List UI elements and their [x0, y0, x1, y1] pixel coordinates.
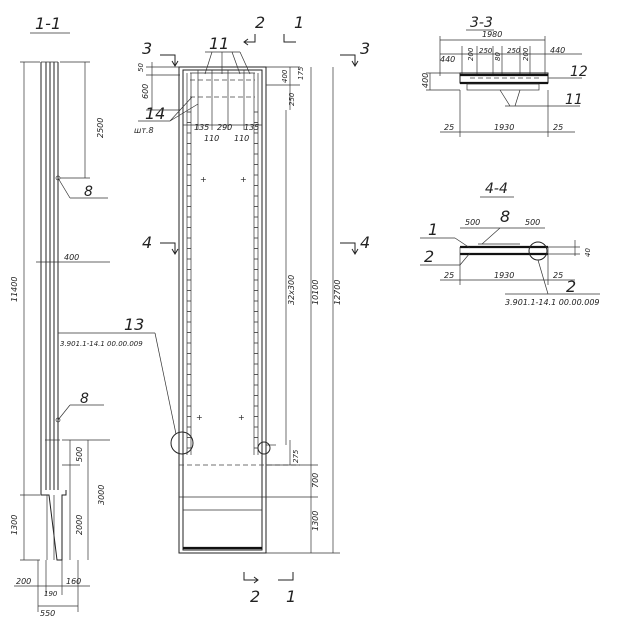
dim-110-left: 110: [204, 134, 219, 143]
dim-50: 50: [137, 63, 145, 72]
dim-500-right-44: 500: [525, 218, 540, 227]
svg-text:+: +: [200, 175, 207, 184]
dim-700: 700: [311, 473, 320, 488]
dim-400-33: 400: [421, 73, 430, 88]
dim-550: 550: [40, 609, 55, 618]
svg-text:+: +: [196, 413, 203, 422]
dim-12700: 12700: [333, 280, 342, 305]
section-3-3-title: 3-3: [470, 15, 493, 31]
dim-32x300: 32x300: [287, 275, 296, 305]
callout-2-44-right: 2: [566, 277, 576, 296]
dim-400: 400: [64, 253, 79, 262]
dim-200-left: 200: [467, 47, 475, 61]
cut-label-2-top: 2: [255, 13, 265, 32]
callout-8-44: 8: [500, 207, 510, 226]
elevation-ref-code: 3.901.1-14.1 00.00.009: [60, 340, 143, 348]
dim-40-44: 40: [584, 248, 592, 257]
section-3-3: 3-3 1980 440 200 250 80 250 200 440 400 …: [421, 15, 588, 137]
dim-200: 200: [16, 577, 31, 586]
dim-11400: 11400: [10, 277, 19, 302]
section-1-1-title: 1-1: [35, 14, 61, 33]
cut-label-1-bottom: 1: [286, 587, 296, 606]
dim-1300-right: 1300: [311, 511, 320, 531]
cut-label-1-top: 1: [294, 13, 304, 32]
cut-label-4-right: 4: [360, 233, 370, 252]
callout-11-33: 11: [565, 92, 583, 108]
dim-25-right-33: 25: [553, 123, 563, 132]
dim-25-left-44: 25: [444, 271, 454, 280]
dim-1980: 1980: [482, 30, 502, 39]
callout-14-qty: шт.8: [134, 126, 154, 135]
dim-2500: 2500: [96, 118, 105, 138]
dim-135-left: 135: [194, 123, 209, 132]
dim-290: 290: [217, 123, 232, 132]
dim-250-left: 250: [479, 47, 493, 55]
dim-275: 275: [292, 449, 300, 463]
dim-400-top: 400: [281, 69, 289, 83]
cut-label-4-left: 4: [142, 233, 152, 252]
dim-160: 160: [66, 577, 81, 586]
elevation-view: + + + + 2 1 3 3 4 4 2 1: [58, 13, 370, 606]
callout-11-top: 11: [209, 34, 229, 53]
section-1-1: 1-1 11400 1300 2500 400 500: [10, 14, 110, 618]
callout-8-upper: 8: [84, 184, 93, 200]
dim-1300-left: 1300: [10, 515, 19, 535]
dim-190: 190: [44, 590, 58, 598]
dim-600: 600: [141, 84, 150, 99]
dim-440-left: 440: [440, 55, 455, 64]
dim-135-right: 135: [244, 123, 259, 132]
dim-175: 175: [297, 66, 305, 80]
dim-25-right-44: 25: [553, 271, 563, 280]
cut-label-3-right: 3: [360, 39, 370, 58]
callout-1-44: 1: [428, 220, 438, 239]
dim-2000: 2000: [75, 515, 84, 535]
section-4-4-ref-code: 3.901.1-14.1 00.00.009: [505, 298, 600, 307]
callout-12: 12: [570, 64, 588, 80]
dim-25-left-33: 25: [444, 123, 454, 132]
dim-500: 500: [75, 447, 84, 462]
callout-13: 13: [124, 315, 144, 334]
section-4-4: 4-4 500 8 500 1 2 40 25 1930 25 2 3.901.: [420, 181, 600, 307]
ladder-rungs: [187, 111, 258, 449]
dim-3000: 3000: [97, 485, 106, 505]
svg-text:+: +: [238, 413, 245, 422]
dim-10100: 10100: [311, 280, 320, 305]
dim-250: 250: [288, 92, 296, 106]
dim-500-left-44: 500: [465, 218, 480, 227]
dim-250-right: 250: [507, 47, 521, 55]
dim-1930-33: 1930: [494, 123, 514, 132]
svg-text:+: +: [240, 175, 247, 184]
cut-label-3-left: 3: [142, 39, 152, 58]
callout-14: 14: [145, 104, 165, 123]
callout-2-44-left: 2: [424, 247, 434, 266]
section-4-4-title: 4-4: [485, 181, 508, 197]
dim-1930-44: 1930: [494, 271, 514, 280]
callout-8-lower: 8: [80, 391, 89, 407]
dim-80: 80: [494, 52, 502, 61]
dim-110-right: 110: [234, 134, 249, 143]
cut-label-2-bottom: 2: [250, 587, 260, 606]
dim-200-right: 200: [522, 47, 530, 61]
dim-440-right: 440: [550, 46, 565, 55]
